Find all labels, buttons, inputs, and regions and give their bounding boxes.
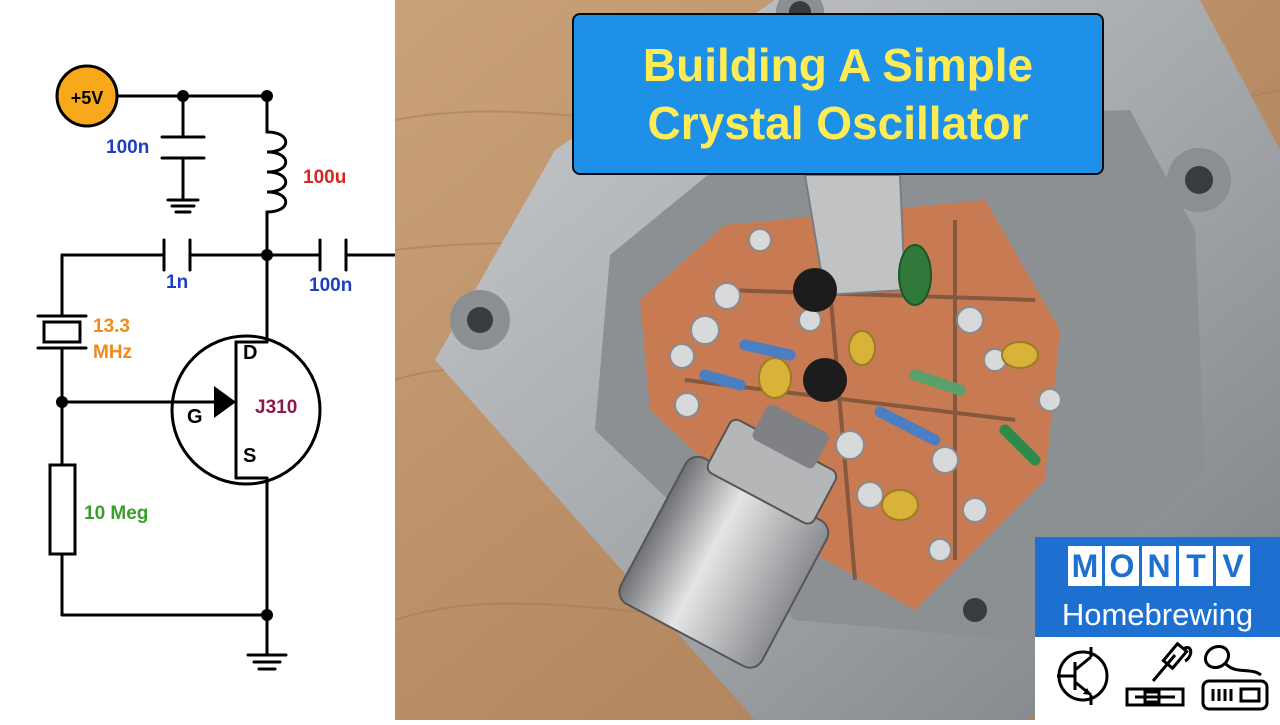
source-label: S [243, 445, 256, 467]
schematic-drawing: +5V 100n 100u 1n 100n 13.3 MHz 10 Meg J3… [36, 64, 396, 671]
soldering-iron-icon [1125, 641, 1193, 707]
transistor-icon [1057, 647, 1109, 705]
title-banner: Building A Simple Crystal Oscillator [572, 13, 1104, 175]
gate-label: G [187, 406, 203, 428]
logo-letter: O [1105, 546, 1139, 586]
radio-icon [1201, 644, 1269, 711]
decoupling-cap-label: 100n [106, 137, 149, 158]
logo-subtitle: Homebrewing [1061, 597, 1254, 632]
supply-label: +5V [71, 88, 104, 108]
supply-symbol [55, 64, 119, 128]
output-cap-label: 100n [309, 275, 352, 296]
logo-letter: T [1179, 546, 1213, 586]
crystal-unit-label: MHz [93, 342, 132, 363]
drain-label: D [243, 342, 257, 364]
logo-letter: V [1216, 546, 1250, 586]
logo-header: M O N T V Homebrewing [1035, 537, 1280, 637]
resistor-label: 10 Meg [84, 503, 148, 524]
circuit-schematic: +5V 100n 100u 1n 100n 13.3 MHz 10 Meg J3… [0, 0, 396, 720]
feedback-cap-label: 1n [166, 272, 188, 293]
montv-logo: M O N T V Homebrewing [1035, 537, 1280, 720]
logo-letter: M [1068, 546, 1102, 586]
crystal-freq-label: 13.3 [93, 316, 130, 337]
transistor-label: J310 [255, 397, 297, 418]
title-line-2: Crystal Oscillator [647, 97, 1029, 149]
title-line-1: Building A Simple [642, 39, 1034, 91]
logo-letter: N [1142, 546, 1176, 586]
inductor-label: 100u [303, 167, 346, 188]
gate-arrow-icon [214, 386, 236, 418]
